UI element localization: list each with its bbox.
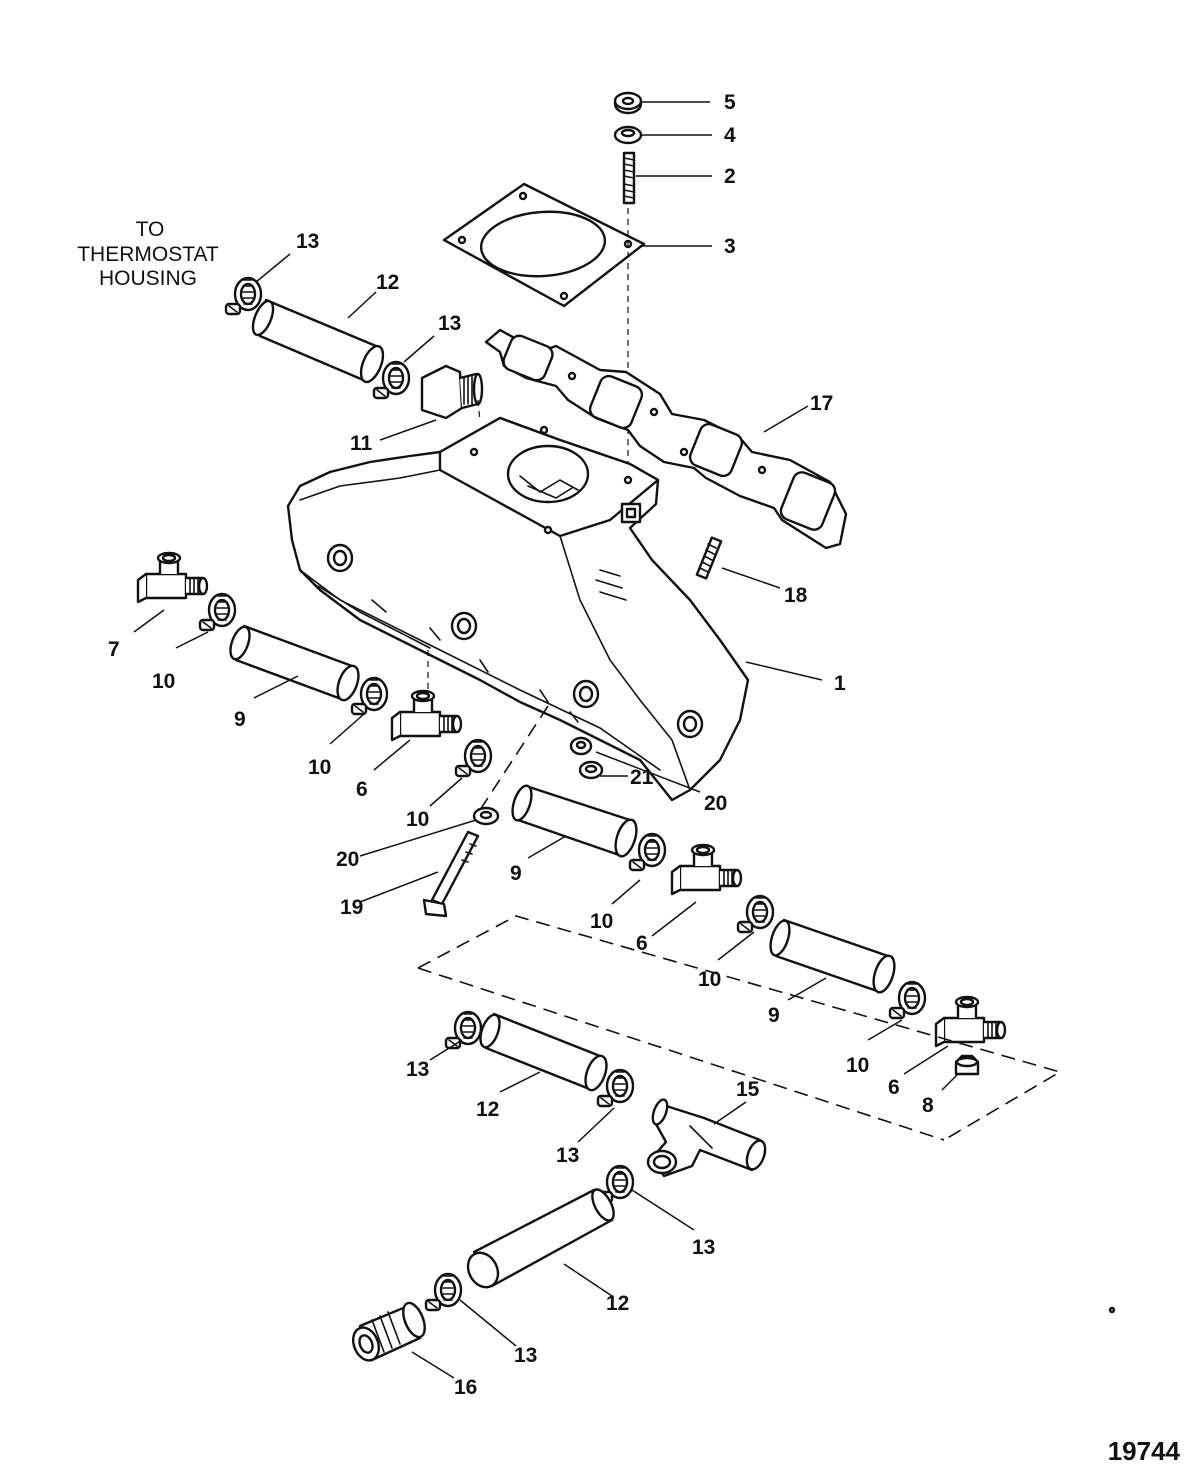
- hose-part-12-bottom: [466, 1188, 615, 1289]
- callout-13: 13: [692, 1236, 715, 1259]
- stud-part-2: [622, 151, 636, 205]
- fitting-part-16: [351, 1301, 426, 1362]
- note-line-1: TO: [136, 218, 165, 241]
- speck: [1108, 1306, 1116, 1314]
- callout-16: 16: [454, 1376, 477, 1399]
- water-port: [572, 679, 600, 709]
- callout-2: 2: [724, 165, 736, 188]
- callout-10: 10: [590, 910, 613, 933]
- callout-1: 1: [834, 672, 846, 695]
- optional-assembly-boundary: [417, 967, 945, 1141]
- figure-number: 19744: [1108, 1436, 1181, 1466]
- hose-part-9-left: [229, 624, 360, 702]
- stud-part-18: [695, 536, 723, 580]
- water-port: [326, 543, 354, 573]
- hose-clamp-part-10: [736, 894, 775, 934]
- callout-20: 20: [704, 792, 727, 815]
- callout-10: 10: [152, 670, 175, 693]
- exhaust-gasket-part-17: [484, 328, 848, 550]
- hose-clamp-part-13: [444, 1010, 483, 1050]
- hose-clamp-part-13: [224, 276, 263, 316]
- callout-13: 13: [514, 1344, 537, 1367]
- fitting-part-11: [420, 364, 484, 420]
- callout-19: 19: [340, 896, 363, 919]
- gasket-part-21: [578, 760, 604, 780]
- callout-13: 13: [556, 1144, 579, 1167]
- leader-lines: [133, 101, 959, 1379]
- callout-9: 9: [768, 1004, 780, 1027]
- washer-part-20: [569, 736, 593, 756]
- hose-part-12-middle: [479, 1012, 608, 1092]
- callout-labels: 5 4 2 3 13 12 13 11 17 18 1 7 10 9 10 6 …: [108, 91, 934, 1399]
- callout-6: 6: [356, 778, 368, 801]
- callout-11: 11: [350, 432, 373, 455]
- callout-18: 18: [784, 584, 808, 607]
- tee-hose-part-15: [646, 1098, 767, 1178]
- bolt-part-19: [422, 830, 480, 918]
- water-port: [676, 709, 704, 739]
- optional-assembly-boundary: [417, 915, 1063, 1141]
- callout-12: 12: [476, 1098, 499, 1121]
- callout-15: 15: [736, 1078, 760, 1101]
- callout-13: 13: [438, 312, 461, 335]
- callout-6: 6: [888, 1076, 900, 1099]
- gasket-plate-part-3: [442, 182, 646, 308]
- callout-17: 17: [810, 392, 833, 415]
- callout-13: 13: [296, 230, 319, 253]
- callout-5: 5: [724, 91, 736, 114]
- callout-10: 10: [698, 968, 721, 991]
- note-line-2: THERMOSTAT: [77, 243, 219, 266]
- exhaust-manifold-part-1: [286, 416, 750, 802]
- callout-9: 9: [234, 708, 246, 731]
- hose-clamp-part-10: [454, 738, 493, 778]
- callout-10: 10: [406, 808, 429, 831]
- callout-20: 20: [336, 848, 359, 871]
- tee-fitting-part-6: [670, 843, 743, 896]
- callout-13: 13: [406, 1058, 429, 1081]
- note-line-3: HOUSING: [99, 267, 197, 290]
- callout-10: 10: [846, 1054, 869, 1077]
- callout-9: 9: [510, 862, 522, 885]
- callout-7: 7: [108, 638, 120, 661]
- tee-fitting-part-6: [390, 689, 463, 742]
- callout-4: 4: [724, 124, 736, 147]
- callout-10: 10: [308, 756, 331, 779]
- hose-part-9-middle: [511, 784, 638, 858]
- hose-clamp-part-10: [888, 980, 927, 1020]
- callout-12: 12: [606, 1292, 629, 1315]
- washer-part-4: [613, 125, 643, 145]
- callout-3: 3: [724, 235, 736, 258]
- hose-part-12-top: [251, 298, 385, 384]
- callout-6: 6: [636, 932, 648, 955]
- nut-part-5: [613, 91, 643, 115]
- hose-clamp-part-13: [424, 1272, 463, 1312]
- callout-12: 12: [376, 271, 399, 294]
- water-port: [450, 611, 478, 641]
- hose-part-9-right: [769, 918, 896, 994]
- callout-8: 8: [922, 1094, 934, 1117]
- plug-part-8: [954, 1054, 980, 1076]
- hose-clamp-part-10: [198, 592, 237, 632]
- callout-21: 21: [630, 766, 654, 789]
- elbow-fitting-part-7: [136, 551, 209, 604]
- alignment-line-fitting: [477, 399, 481, 423]
- washer-part-20: [472, 806, 500, 826]
